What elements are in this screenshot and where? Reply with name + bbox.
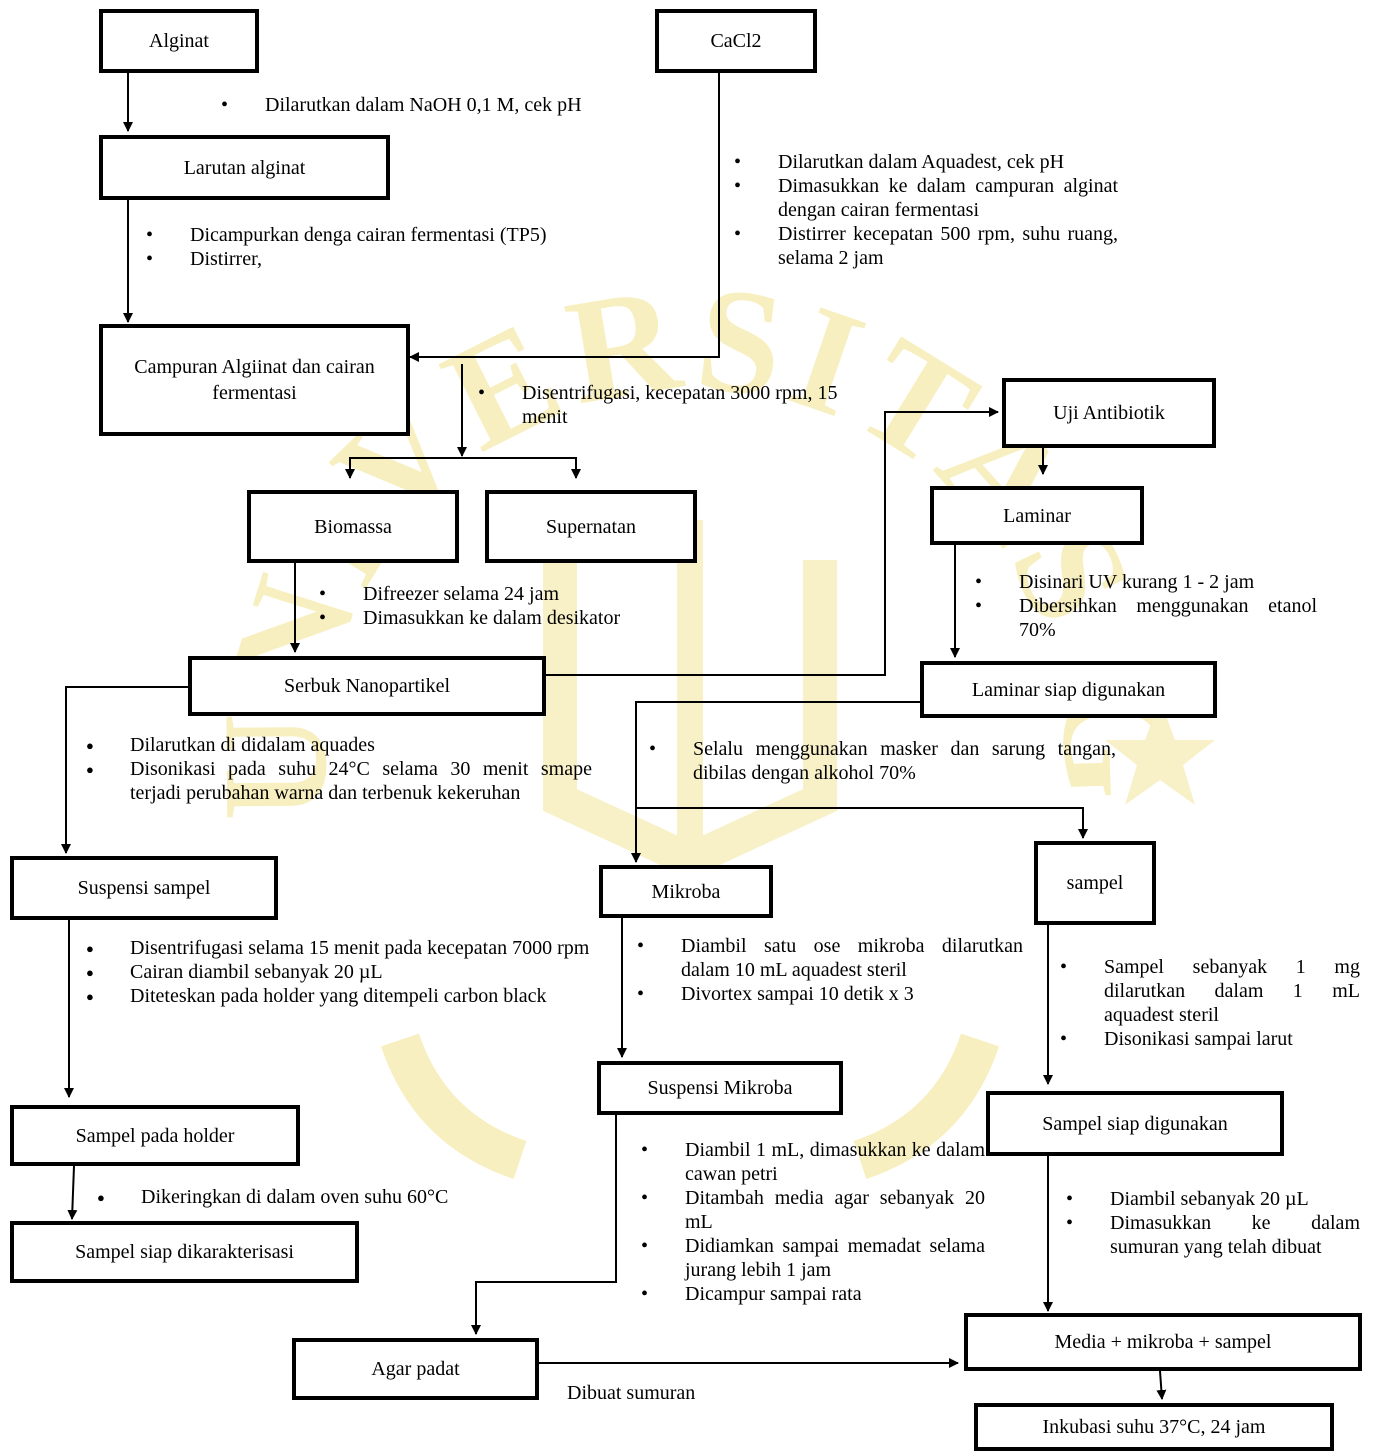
notes-larutan: Dicampurkan denga cairan fermentasi (TP5… (146, 223, 570, 271)
note-item: Disentrifugasi selama 15 menit pada kece… (86, 936, 592, 961)
box-suspensi-mikroba: Suspensi Mikroba (597, 1061, 843, 1115)
notes-suspensi-sampel: Disentrifugasi selama 15 menit pada kece… (86, 936, 592, 1009)
label-dibuat-sumuran: Dibuat sumuran (567, 1382, 696, 1404)
box-mikroba: Mikroba (599, 865, 773, 918)
notes-cacl2: Dilarutkan dalam Aquadest, cek pH Dimasu… (734, 150, 1118, 270)
box-laminar-siap: Laminar siap digunakan (920, 661, 1217, 718)
notes-mikroba: Diambil satu ose mikroba dilarutkan dala… (637, 934, 1023, 1006)
box-sampel: sampel (1034, 841, 1156, 925)
note-item: Distirrer, (146, 247, 570, 271)
note-item: Dicampurkan denga cairan fermentasi (TP5… (146, 223, 570, 247)
notes-laminar: Disinari UV kurang 1 - 2 jam Dibersihkan… (975, 570, 1317, 642)
box-uji-antibiotik: Uji Antibiotik (1002, 378, 1216, 448)
box-agar-padat: Agar padat (292, 1338, 539, 1400)
box-suspensi-sampel: Suspensi sampel (10, 856, 278, 920)
notes-biomassa: Difreezer selama 24 jam Dimasukkan ke da… (319, 582, 693, 630)
box-sampel-siap: Sampel siap digunakan (986, 1091, 1284, 1156)
notes-suspensi-mikroba: Diambil 1 mL, dimasukkan ke dalam cawan … (641, 1138, 985, 1306)
note-item: Disonikasi sampai larut (1060, 1027, 1360, 1051)
box-sampel-siap-dikarakterisasi: Sampel siap dikarakterisasi (10, 1221, 359, 1283)
notes-alginat: Dilarutkan dalam NaOH 0,1 M, cek pH (221, 93, 685, 117)
note-item: Difreezer selama 24 jam (319, 582, 693, 606)
box-cacl2: CaCl2 (655, 9, 817, 73)
box-larutan-alginat: Larutan alginat (99, 135, 390, 200)
notes-sampel: Sampel sebanyak 1 mg dilarutkan dalam 1 … (1060, 955, 1360, 1051)
note-item: Disentrifugasi, kecepatan 3000 rpm, 15 m… (478, 381, 882, 429)
note-item: Dibersihkan menggunakan etanol 70% (975, 594, 1317, 642)
note-item: Dilarutkan dalam Aquadest, cek pH (734, 150, 1118, 174)
note-item: Diambil 1 mL, dimasukkan ke dalam cawan … (641, 1138, 985, 1186)
notes-laminar-siap: Selalu menggunakan masker dan sarung tan… (649, 737, 1116, 785)
note-item: Dicampur sampai rata (641, 1282, 985, 1306)
note-item: Disinari UV kurang 1 - 2 jam (975, 570, 1317, 594)
box-campuran: Campuran Algiinat dan cairan fermentasi (99, 324, 410, 436)
note-item: Diteteskan pada holder yang ditempeli ca… (86, 984, 592, 1009)
note-item: Distirrer kecepatan 500 rpm, suhu ruang,… (734, 222, 1118, 270)
box-biomassa: Biomassa (247, 490, 459, 563)
box-media-mikroba-sampel: Media + mikroba + sampel (964, 1313, 1362, 1371)
note-item: Dimasukkan ke dalam desikator (319, 606, 693, 630)
notes-centrifuge: Disentrifugasi, kecepatan 3000 rpm, 15 m… (478, 381, 882, 429)
notes-holder: Dikeringkan di dalam oven suhu 60°C (97, 1185, 541, 1210)
note-item: Dimasukkan ke dalam sumuran yang telah d… (1066, 1211, 1360, 1259)
box-alginat: Alginat (99, 9, 259, 73)
note-item: Dilarutkan dalam NaOH 0,1 M, cek pH (221, 93, 685, 117)
note-item: Selalu menggunakan masker dan sarung tan… (649, 737, 1116, 785)
note-item: Ditambah media agar sebanyak 20 mL (641, 1186, 985, 1234)
note-item: Cairan diambil sebanyak 20 µL (86, 960, 592, 985)
note-item: Didiamkan sampai memadat selama jurang l… (641, 1234, 985, 1282)
note-item: Sampel sebanyak 1 mg dilarutkan dalam 1 … (1060, 955, 1360, 1027)
note-item: Disonikasi pada suhu 24°C selama 30 meni… (86, 757, 592, 805)
note-item: Dimasukkan ke dalam campuran alginat den… (734, 174, 1118, 222)
note-item: Diambil sebanyak 20 µL (1066, 1187, 1360, 1211)
note-item: Dilarutkan di didalam aquades (86, 733, 592, 758)
box-sampel-pada-holder: Sampel pada holder (10, 1105, 300, 1166)
note-item: Dikeringkan di dalam oven suhu 60°C (97, 1185, 541, 1210)
notes-serbuk: Dilarutkan di didalam aquades Disonikasi… (86, 733, 592, 805)
box-laminar: Laminar (930, 486, 1144, 545)
box-inkubasi: Inkubasi suhu 37°C, 24 jam (974, 1403, 1334, 1451)
box-serbuk-nanopartikel: Serbuk Nanopartikel (188, 656, 546, 716)
box-supernatan: Supernatan (485, 490, 697, 563)
note-item: Diambil satu ose mikroba dilarutkan dala… (637, 934, 1023, 982)
note-item: Divortex sampai 10 detik x 3 (637, 982, 1023, 1006)
notes-sampel-siap: Diambil sebanyak 20 µL Dimasukkan ke dal… (1066, 1187, 1360, 1259)
